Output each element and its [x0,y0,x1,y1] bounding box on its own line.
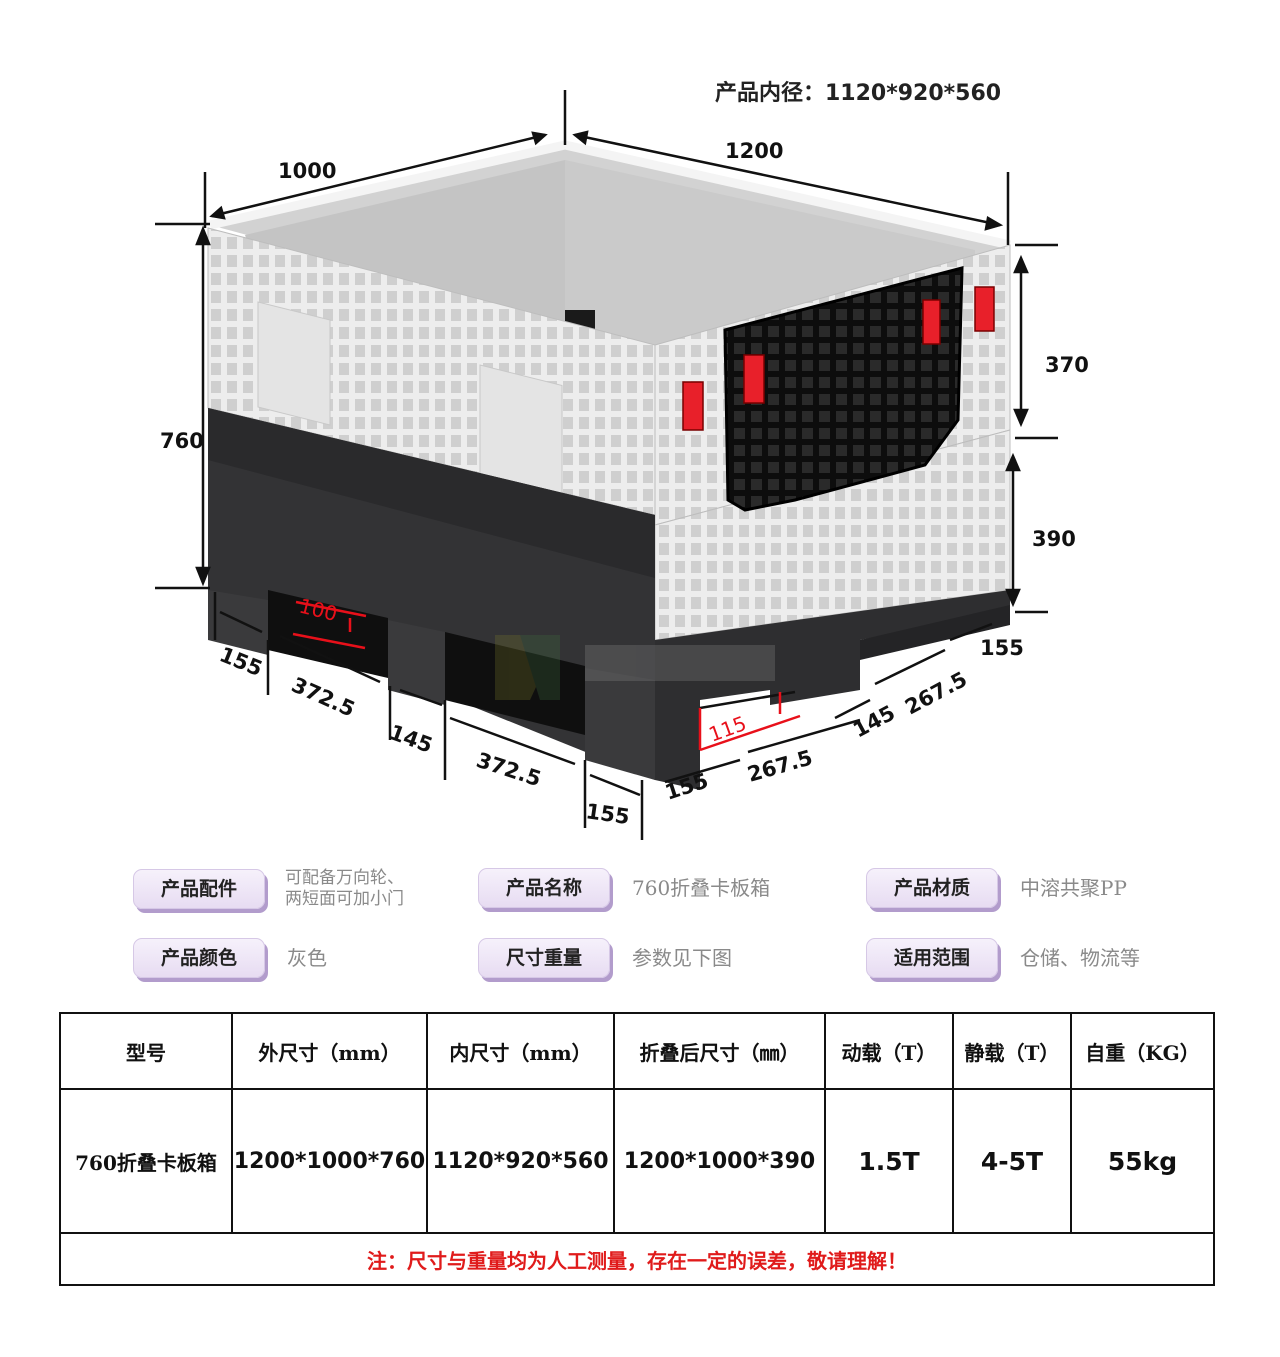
table-header: 折叠后尺寸（㎜） [613,1012,826,1090]
inner-dimensions-label: 产品内径：1120*920*560 [715,80,1001,106]
table-row: 760折叠卡板箱 1200*1000*760 1120*920*560 1200… [59,1088,1215,1234]
dim-side-267-5-front: 267.5 [745,745,815,786]
table-cell-static-load: 4-5T [952,1088,1072,1234]
spec-color-value: 灰色 [287,946,327,970]
spec-name-value: 760折叠卡板箱 [632,876,771,900]
spec-name-label: 产品名称 [478,868,610,908]
table-note: 注：尺寸与重量均为人工测量，存在一定的误差，敬请理解！ [59,1232,1215,1286]
table-header: 自重（KG） [1070,1012,1215,1090]
spec-usage-label: 适用范围 [866,938,998,978]
spec-accessories-value: 可配备万向轮、 两短面可加小门 [285,868,404,909]
table-cell-inner-size: 1120*920*560 [426,1088,615,1234]
spec-size-weight: 尺寸重量 参数见下图 [478,938,732,978]
dim-side-267-5-back: 267.5 [901,667,971,719]
table-cell-dynamic-load: 1.5T [824,1088,954,1234]
table-header-row: 型号 外尺寸（mm） 内尺寸（mm） 折叠后尺寸（㎜） 动载（T） 静载（T） … [59,1012,1215,1090]
product-diagram: 产品内径：1120*920*560 [155,80,1089,840]
dim-side-155-back: 155 [980,636,1024,660]
dim-front-372-5-b: 372.5 [473,748,544,791]
spec-material: 产品材质 中溶共聚PP [866,868,1127,908]
dim-370: 370 [1045,353,1089,377]
spec-accessories-label: 产品配件 [133,869,265,909]
dim-1200: 1200 [725,139,783,163]
pallet-box [207,140,1011,790]
table-header: 外尺寸（mm） [231,1012,428,1090]
dim-front-145: 145 [386,720,435,758]
spec-usage-value: 仓储、物流等 [1020,946,1140,970]
table-note-row: 注：尺寸与重量均为人工测量，存在一定的误差，敬请理解！ [59,1232,1215,1286]
spec-color-label: 产品颜色 [133,938,265,978]
fork-height-markers [292,600,801,752]
dim-1000: 1000 [278,159,336,183]
spec-accessories: 产品配件 可配备万向轮、 两短面可加小门 [133,868,404,910]
spec-size-weight-value: 参数见下图 [632,946,732,970]
dim-fork-115: 115 [706,711,750,747]
table-cell-model: 760折叠卡板箱 [59,1088,233,1234]
dimension-lines [155,90,1058,840]
spec-material-label: 产品材质 [866,868,998,908]
table-header: 内尺寸（mm） [426,1012,615,1090]
table-cell-weight: 55kg [1070,1088,1215,1234]
dim-front-372-5-a: 372.5 [288,673,358,722]
table-cell-outer-size: 1200*1000*760 [231,1088,428,1234]
spec-usage: 适用范围 仓储、物流等 [866,938,1140,978]
spec-table: 型号 外尺寸（mm） 内尺寸（mm） 折叠后尺寸（㎜） 动载（T） 静载（T） … [59,1012,1215,1286]
table-header: 静载（T） [952,1012,1072,1090]
spec-size-weight-label: 尺寸重量 [478,938,610,978]
spec-color: 产品颜色 灰色 [133,938,327,978]
table-header: 型号 [59,1012,233,1090]
spec-name: 产品名称 760折叠卡板箱 [478,868,770,908]
watermark-logo [495,635,775,700]
table-header: 动载（T） [824,1012,954,1090]
dim-760: 760 [160,429,204,453]
spec-material-value: 中溶共聚PP [1020,876,1127,900]
dim-390: 390 [1032,527,1076,551]
dim-front-155-right: 155 [584,799,631,829]
table-cell-folded-size: 1200*1000*390 [613,1088,826,1234]
